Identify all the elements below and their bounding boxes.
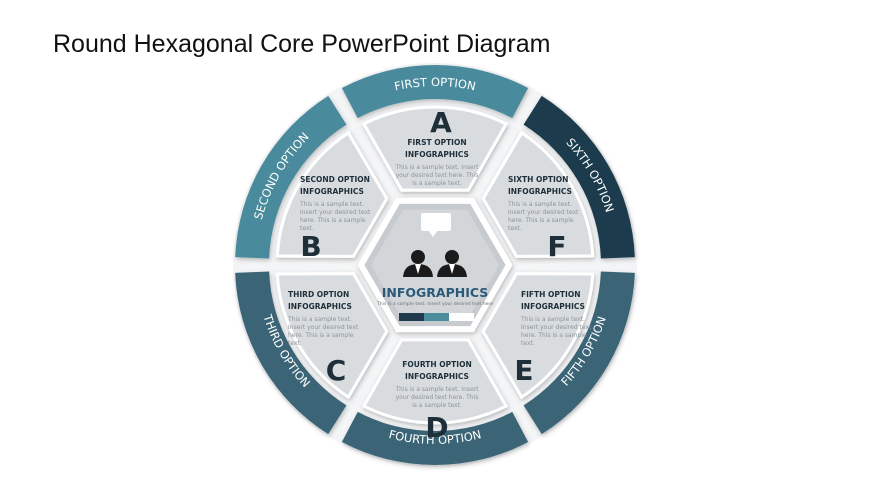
body-line-fourth: your desired text here. This	[396, 394, 479, 401]
body-line-first: is a sample text.	[412, 180, 462, 187]
two-people-icon	[403, 250, 467, 277]
subheading-fifth: INFOGRAPHICS	[521, 302, 585, 311]
panel-fifth	[481, 272, 595, 400]
panel-sixth	[481, 130, 595, 258]
panel-third	[275, 272, 389, 400]
band-third	[235, 271, 347, 435]
body-line-sixth: text.	[508, 225, 522, 232]
letter-first: A	[430, 106, 452, 139]
heading-fourth: FOURTH OPTION	[402, 360, 471, 369]
panel-fourth	[361, 338, 509, 425]
color-bar-segment-3	[449, 313, 474, 321]
band-second	[235, 95, 347, 259]
heading-third: THIRD OPTION	[288, 290, 349, 299]
center-subtitle: This is a sample text. Insert your desir…	[376, 301, 493, 307]
heading-fifth: FIFTH OPTION	[521, 290, 580, 299]
band-fifth	[523, 271, 635, 435]
body-line-third: This is a sample text.	[287, 316, 352, 323]
panel-text-fifth: E FIFTH OPTION INFOGRAPHICS This is a sampl…	[514, 290, 592, 387]
body-line-second: here. This is a sample	[300, 217, 366, 224]
subheading-second: INFOGRAPHICS	[300, 187, 364, 196]
body-line-sixth: Insert your desired text	[508, 209, 579, 216]
heading-first: FIRST OPTION	[407, 138, 466, 147]
body-line-third: Insert your desired text	[288, 324, 359, 331]
subheading-third: INFOGRAPHICS	[288, 302, 352, 311]
panel-text-third: C THIRD OPTION INFOGRAPHICS This is a sampl…	[287, 290, 359, 387]
speech-bubble-icon	[421, 213, 451, 237]
band-first	[341, 65, 529, 119]
color-bar-segment-1	[399, 313, 424, 321]
letter-sixth: F	[547, 230, 566, 263]
body-line-sixth: here. This is a sample	[508, 217, 574, 224]
band-fourth	[341, 411, 529, 466]
panel-text-fourth: D FOURTH OPTION INFOGRAPHICS This is a samp…	[394, 360, 479, 444]
core-hexagon-inner	[371, 209, 499, 321]
panel-text-sixth: F SIXTH OPTION INFOGRAPHICS This is a sampl…	[507, 175, 579, 263]
letter-fifth: E	[514, 354, 533, 387]
body-line-fifth: here. This is a sample	[521, 332, 587, 339]
inner-panels	[275, 105, 595, 425]
letter-fourth: D	[425, 411, 448, 444]
center-color-bar	[399, 313, 474, 321]
panel-first	[361, 105, 509, 192]
body-line-third: text.	[288, 340, 302, 347]
body-line-fifth: text.	[521, 340, 535, 347]
body-line-second: text.	[300, 225, 314, 232]
letter-third: C	[326, 354, 347, 387]
body-line-third: here. This is a sample	[288, 332, 354, 339]
band-label-first: FIRST OPTION	[393, 75, 477, 93]
body-line-fifth: This is a sample text.	[520, 316, 585, 323]
panel-text-second: B SECOND OPTION INFOGRAPHICS This is a samp…	[299, 175, 371, 263]
band-label-fourth: FOURTH OPTION	[387, 427, 482, 447]
letter-second: B	[300, 230, 321, 263]
body-line-second: This is a sample text.	[299, 201, 364, 208]
heading-second: SECOND OPTION	[300, 175, 370, 184]
subheading-fourth: INFOGRAPHICS	[405, 372, 469, 381]
center-title: INFOGRAPHICS	[382, 285, 489, 300]
body-line-fourth: is a sample text.	[412, 402, 462, 409]
body-line-fifth: Insert your desired text	[521, 324, 592, 331]
body-line-first: your desired text here. This	[396, 172, 479, 179]
body-line-fourth: This is a sample text. Insert	[394, 386, 479, 393]
band-sixth	[523, 95, 635, 259]
body-line-sixth: This is a sample text.	[507, 201, 572, 208]
body-line-first: This is a sample text. Insert	[394, 164, 479, 171]
panel-second	[275, 130, 389, 258]
color-bar-segment-2	[424, 313, 449, 321]
heading-sixth: SIXTH OPTION	[508, 175, 568, 184]
body-line-second: Insert your desired text	[300, 209, 371, 216]
subheading-sixth: INFOGRAPHICS	[508, 187, 572, 196]
subheading-first: INFOGRAPHICS	[405, 150, 469, 159]
slide-title: Round Hexagonal Core PowerPoint Diagram	[53, 30, 551, 58]
